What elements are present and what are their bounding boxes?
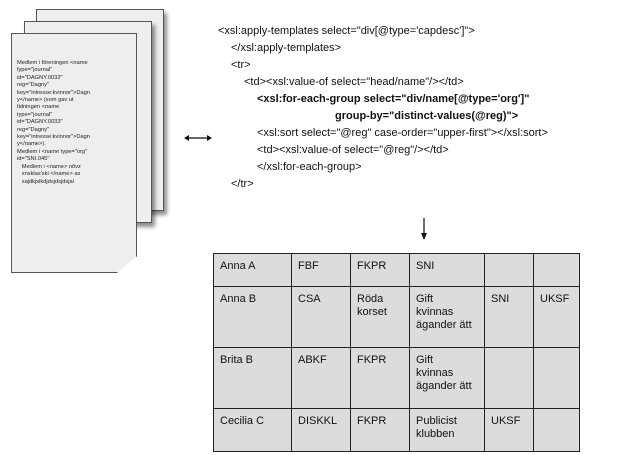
org-cell — [533, 253, 580, 287]
document-text-line: key="intresse:kvinnor">Dagn — [17, 134, 90, 141]
document-text-line: Medlem i <name type="org" — [17, 148, 88, 155]
code-line: <tr> — [231, 59, 251, 71]
document-text-line: Medlem i <name> nõvz — [17, 163, 81, 170]
document-text-line: tidningen <name — [17, 104, 60, 111]
person-name-cell: Brita B — [213, 347, 292, 409]
org-cell: DISKKL — [291, 408, 351, 452]
code-line: group-by="distinct-values(@reg)"> — [335, 110, 519, 122]
document-page-front — [11, 33, 137, 273]
org-cell — [484, 253, 534, 287]
code-line: </tr> — [231, 178, 254, 190]
org-cell: UKSF — [484, 408, 534, 452]
document-text-line: id="SNI.045" — [17, 156, 50, 163]
code-line: <td><xsl:value-of select="head/name"/></… — [244, 76, 464, 88]
down-arrow-icon — [421, 218, 427, 240]
person-name-cell: Anna A — [213, 253, 292, 287]
org-cell — [533, 347, 580, 409]
code-line: </xsl:for-each-group> — [257, 161, 362, 173]
org-cell — [533, 408, 580, 452]
code-line: <td><xsl:value-of select="@reg"/></td> — [257, 144, 449, 156]
document-text-line: id="DAGNY.0033" — [17, 119, 63, 126]
document-text-line: y</name> (som gav ut — [17, 97, 74, 104]
org-cell: ABKF — [291, 347, 351, 409]
document-text-line: sajdkjslkdjdsjdsjdsjal — [17, 178, 74, 185]
code-line: <xsl:sort select="@reg" case-order="uppe… — [257, 127, 548, 139]
code-line: <xsl:for-each-group select="div/name[@ty… — [257, 93, 530, 105]
document-text-line: type="journal" — [17, 111, 53, 118]
document-text-line: id="DAGNY.0032" — [17, 74, 63, 81]
org-cell: FKPR — [350, 408, 410, 452]
org-cell: FKPR — [350, 253, 410, 287]
xsl-code-block: <xsl:apply-templates select="div[@type='… — [218, 23, 548, 193]
code-line: </xsl:apply-templates> — [231, 42, 342, 54]
document-text-line: y</name>). — [17, 141, 46, 148]
org-cell: FKPR — [350, 347, 410, 409]
person-name-cell: Cecilia C — [213, 408, 292, 452]
person-name-cell: Anna B — [213, 286, 292, 348]
document-text-line: reg="Dagny" — [17, 126, 50, 133]
double-arrow-icon — [184, 135, 212, 141]
document-text-line: reg="Dagny" — [17, 82, 50, 89]
document-text-line: xnsklas'ski </name> as — [17, 171, 81, 178]
document-text-line: Medlem i föreningen <name — [17, 60, 88, 66]
org-cell: SNI — [409, 253, 485, 287]
org-cell: CSA — [291, 286, 351, 348]
org-cell: SNI — [484, 286, 534, 348]
org-cell: UKSF — [533, 286, 580, 348]
document-text-line: key="intresse:kvinnor">Dagn — [17, 89, 90, 96]
org-cell: FBF — [291, 253, 351, 287]
document-text-line: type="journal" — [17, 67, 53, 74]
org-cell — [484, 347, 534, 409]
code-line: <xsl:apply-templates select="div[@type='… — [218, 25, 475, 37]
